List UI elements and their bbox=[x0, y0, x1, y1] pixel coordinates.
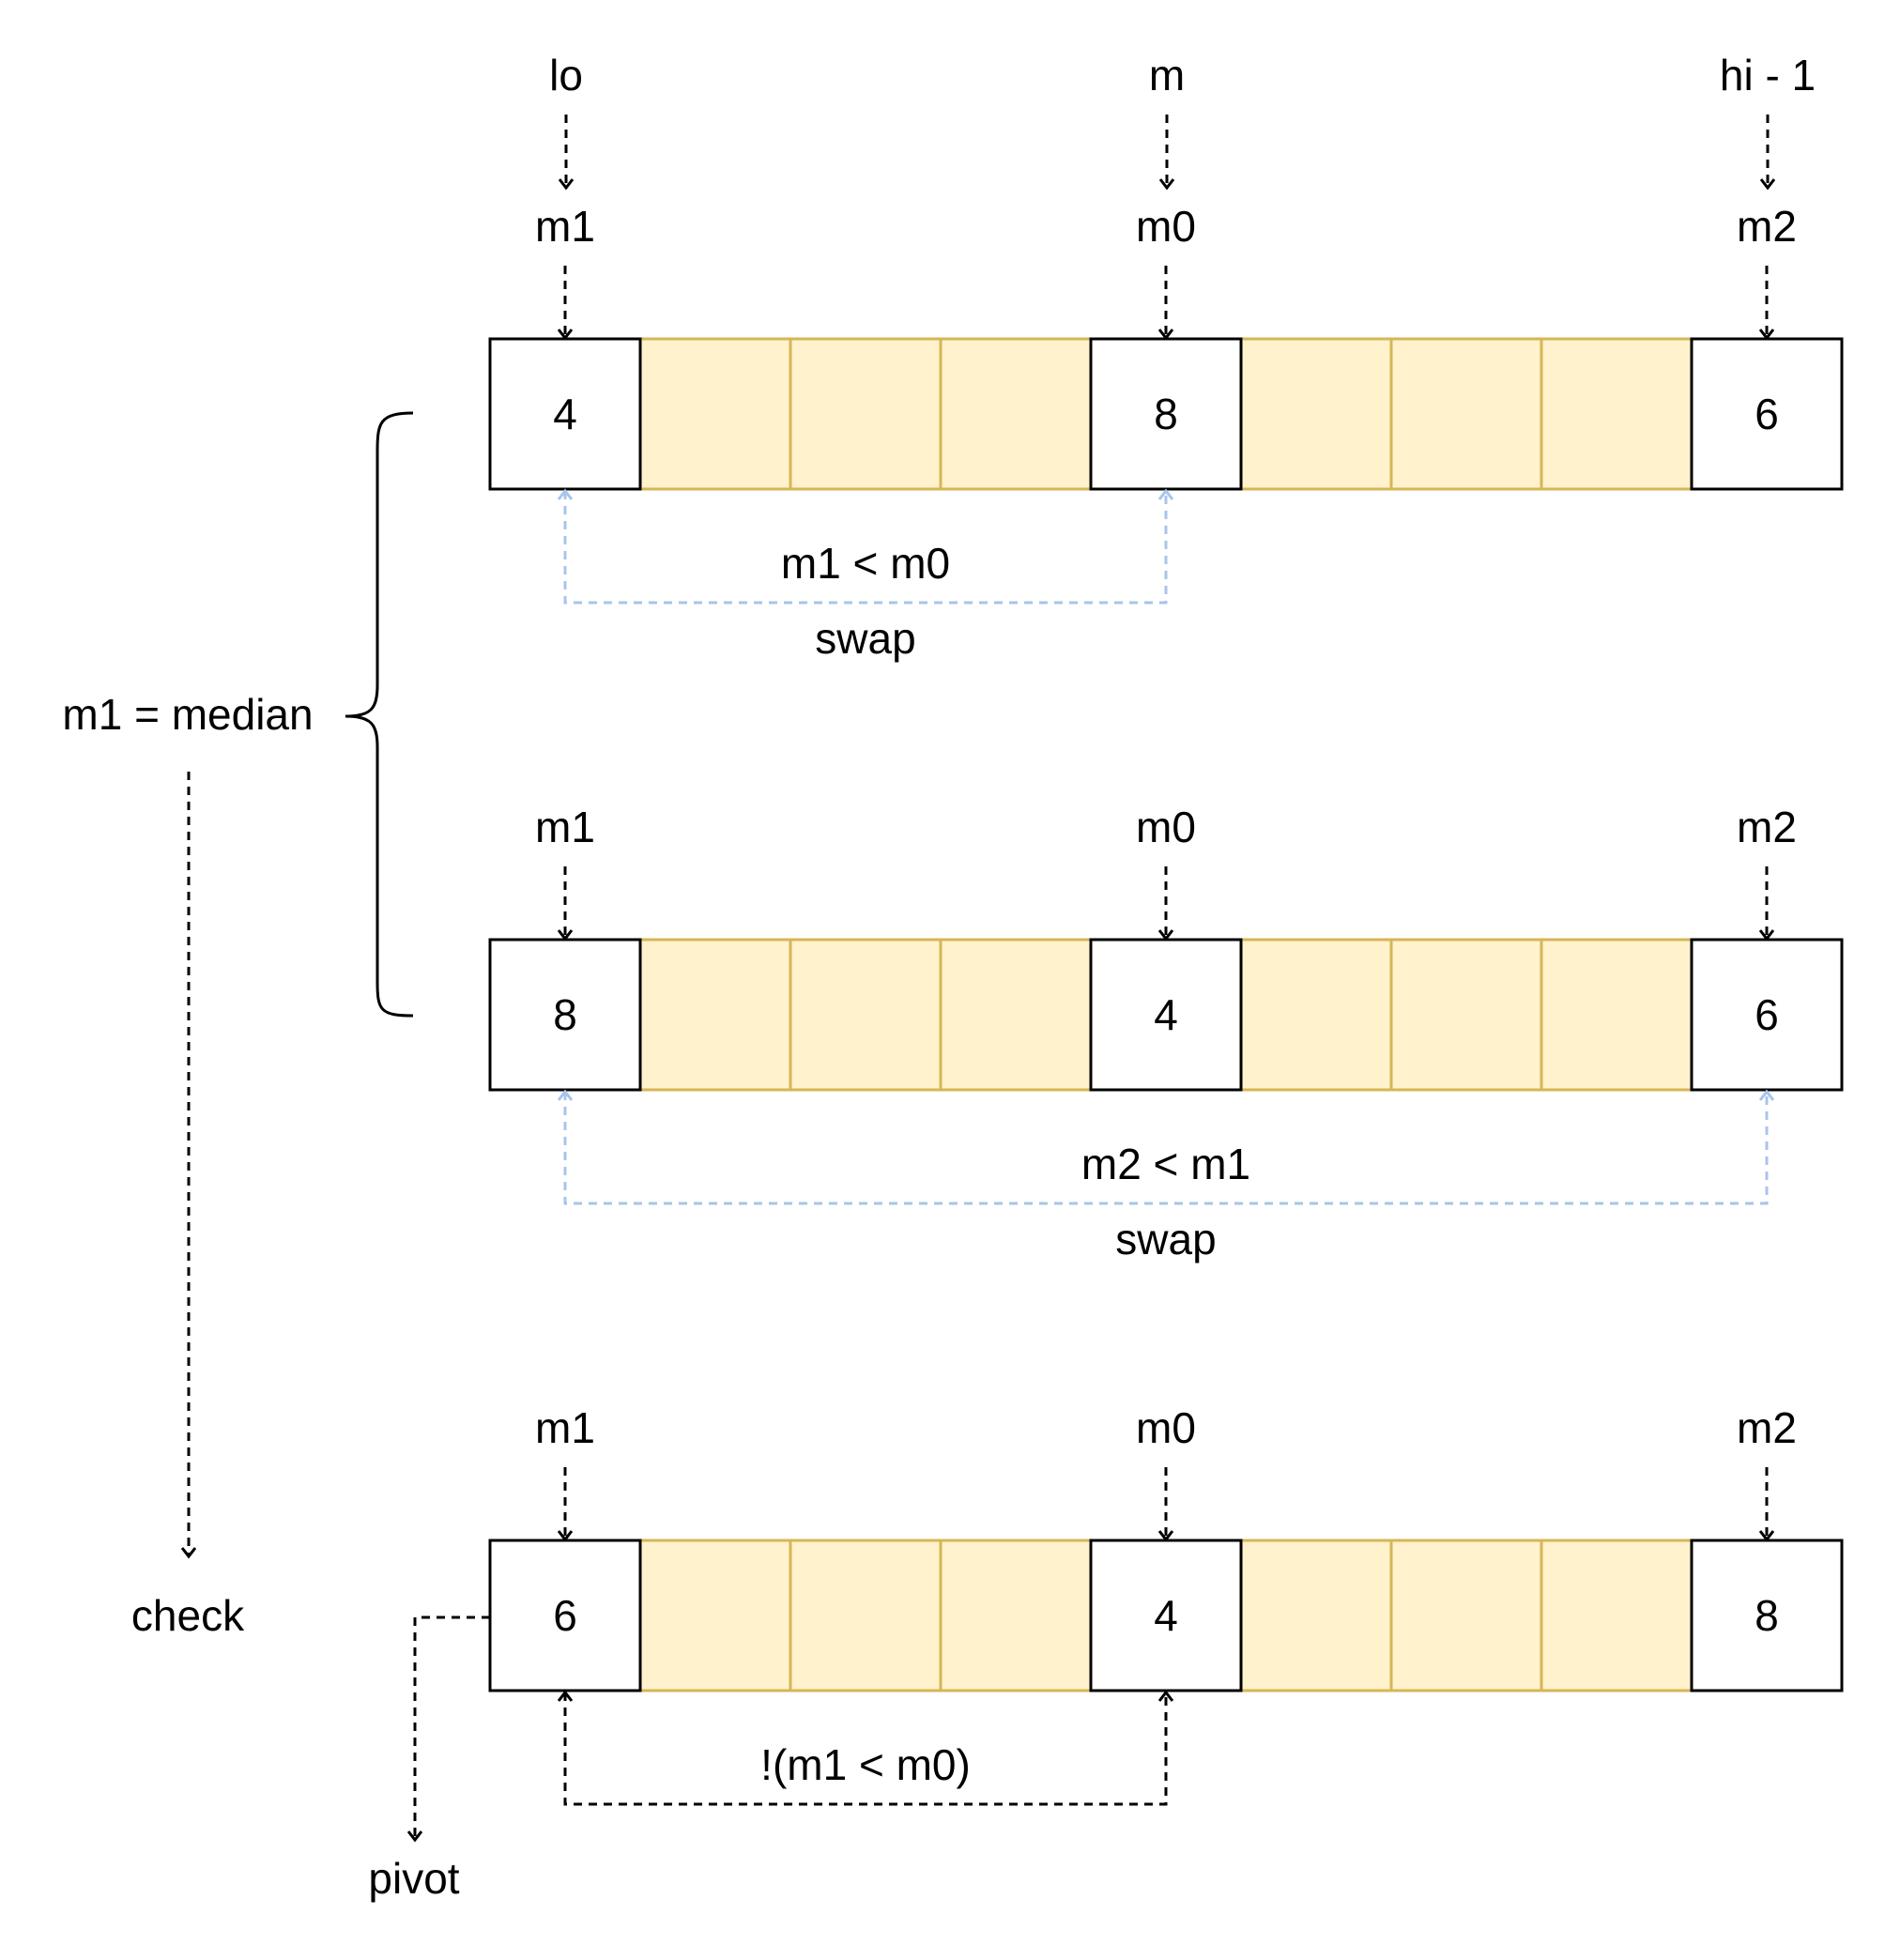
condition-label: !(m1 < m0) bbox=[760, 1740, 971, 1789]
label-hi-minus-1: hi - 1 bbox=[1720, 51, 1816, 100]
array-cell-empty bbox=[638, 1539, 792, 1692]
cell-value-m0: 4 bbox=[1154, 990, 1178, 1039]
pointer-label-m0: m0 bbox=[1136, 803, 1196, 851]
pointer-label-m1: m1 bbox=[535, 803, 595, 851]
array-row-1: 4 8 6 m1 m0 m2 m1 < m0 swap bbox=[488, 202, 1844, 663]
array-rows: 4 8 6 m1 m0 m2 m1 < m0 swap 8 4 6 m1 m0 m2 m2 < m1 swap… bbox=[488, 202, 1844, 1806]
action-label-swap: swap bbox=[815, 614, 915, 663]
pointer-label-m0: m0 bbox=[1136, 1403, 1196, 1452]
array-cell-empty bbox=[789, 1539, 942, 1692]
compare-arrow bbox=[565, 1692, 1166, 1806]
label-lo: lo bbox=[549, 51, 583, 100]
array-cell-empty bbox=[939, 337, 1093, 491]
array-row-2: 8 4 6 m1 m0 m2 m2 < m1 swap bbox=[488, 803, 1844, 1263]
array-cell-empty bbox=[939, 1539, 1093, 1692]
cell-value-m0: 4 bbox=[1154, 1591, 1178, 1640]
array-cell-empty bbox=[789, 938, 942, 1092]
array-cell-empty bbox=[1389, 337, 1543, 491]
array-cell-empty bbox=[1540, 337, 1693, 491]
cell-value-m2: 6 bbox=[1755, 390, 1779, 438]
swap-arrow bbox=[565, 1092, 1767, 1205]
cell-value-m1: 6 bbox=[553, 1591, 577, 1640]
pointer-label-m1: m1 bbox=[535, 1403, 595, 1452]
array-cell-empty bbox=[1540, 938, 1693, 1092]
array-cell-empty bbox=[1540, 1539, 1693, 1692]
pivot-label: pivot bbox=[368, 1854, 459, 1903]
array-cell-empty bbox=[638, 337, 792, 491]
action-label-swap: swap bbox=[1115, 1215, 1216, 1263]
array-cell-empty bbox=[1389, 938, 1543, 1092]
median-brace bbox=[345, 411, 414, 1018]
array-cell-m1 bbox=[488, 1539, 642, 1692]
label-m: m bbox=[1149, 51, 1185, 100]
array-cell-empty bbox=[1389, 1539, 1543, 1692]
pointer-label-m2: m2 bbox=[1737, 1403, 1797, 1452]
array-cell-empty bbox=[1239, 938, 1393, 1092]
array-row-3: 6 4 8 m1 m0 m2 !(m1 < m0) bbox=[488, 1403, 1844, 1806]
cell-value-m2: 6 bbox=[1755, 990, 1779, 1039]
array-cell-empty bbox=[789, 337, 942, 491]
array-cell-empty bbox=[1239, 337, 1393, 491]
swap-arrow bbox=[565, 491, 1166, 605]
array-cell-empty bbox=[1239, 1539, 1393, 1692]
arrow-to-pivot bbox=[415, 1615, 490, 1840]
cell-value-m0: 8 bbox=[1154, 390, 1178, 438]
cell-value-m1: 4 bbox=[553, 390, 577, 438]
array-cell-m0 bbox=[1089, 1539, 1243, 1692]
median-label: m1 = median bbox=[62, 690, 313, 739]
array-cell-m1 bbox=[488, 337, 642, 491]
pointer-label-m0: m0 bbox=[1136, 202, 1196, 251]
array-cell-empty bbox=[638, 938, 792, 1092]
condition-label: m2 < m1 bbox=[1081, 1140, 1250, 1188]
array-cell-m2 bbox=[1690, 337, 1844, 491]
cell-value-m2: 8 bbox=[1755, 1591, 1779, 1640]
array-cell-empty bbox=[939, 938, 1093, 1092]
pointer-label-m1: m1 bbox=[535, 202, 595, 251]
cell-value-m1: 8 bbox=[553, 990, 577, 1039]
condition-label: m1 < m0 bbox=[781, 539, 950, 588]
pointer-label-m2: m2 bbox=[1737, 803, 1797, 851]
pointer-label-m2: m2 bbox=[1737, 202, 1797, 251]
check-label: check bbox=[131, 1591, 245, 1640]
